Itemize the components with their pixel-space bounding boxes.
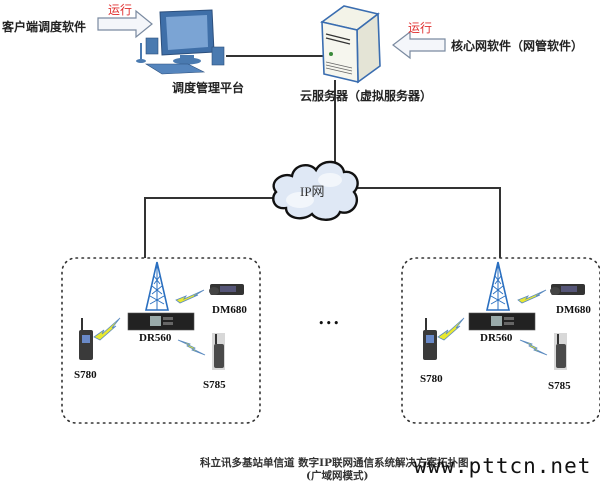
site2-repeater-label: DR560 [480, 332, 513, 344]
site2-signal-icons [437, 289, 548, 356]
site1-mobile-label: DM680 [212, 304, 247, 316]
site2-portable-left-icon [423, 318, 437, 360]
site2-portable-right-label: S785 [548, 380, 571, 392]
client-software-label: 客户端调度软件 [2, 20, 87, 34]
cloud-site2-link [355, 187, 501, 258]
caption-subtitle: (广域网模式) [306, 470, 369, 482]
cloud-icon [272, 160, 359, 221]
cloud-site1-link [144, 197, 275, 258]
watermark: www.pttcn.net [414, 454, 592, 478]
more-sites-ellipsis: ••• [318, 317, 341, 330]
site1-repeater-icon [127, 312, 195, 331]
site1-signal-icons [93, 289, 206, 356]
site2-repeater-icon [468, 312, 536, 331]
client-run-label: 运行 [108, 3, 133, 17]
platform-label: 调度管理平台 [172, 81, 245, 95]
server-label: 云服务器（虚拟服务器） [300, 89, 433, 103]
run-arrow-right-icon [97, 9, 153, 39]
site1-repeater-label: DR560 [139, 332, 172, 344]
site1-mobile-radio-icon [209, 284, 244, 295]
site2-portable-left-label: S780 [420, 373, 443, 385]
site-box-2 [401, 257, 600, 424]
computer-icon [136, 9, 225, 75]
site1-portable-right-icon [212, 333, 225, 370]
site2-mobile-radio-icon [550, 284, 585, 295]
site2-mobile-label: DM680 [556, 304, 591, 316]
site1-tower-icon [144, 261, 170, 311]
core-software-label: 核心网软件（网管软件） [451, 39, 584, 53]
site1-portable-left-label: S780 [74, 369, 97, 381]
server-icon [320, 5, 381, 84]
site1-portable-right-label: S785 [203, 379, 226, 391]
server-run-label: 运行 [408, 21, 433, 35]
run-arrow-left-icon [392, 30, 446, 60]
site2-portable-right-icon [554, 333, 567, 370]
site1-portable-left-icon [79, 318, 93, 360]
site-box-1 [61, 257, 261, 424]
caption-title: 科立讯多基站单信道 数字IP联网通信系统解决方案拓扑图 [200, 457, 469, 469]
site2-tower-icon [485, 261, 511, 311]
network-label: IP网 [300, 184, 325, 199]
